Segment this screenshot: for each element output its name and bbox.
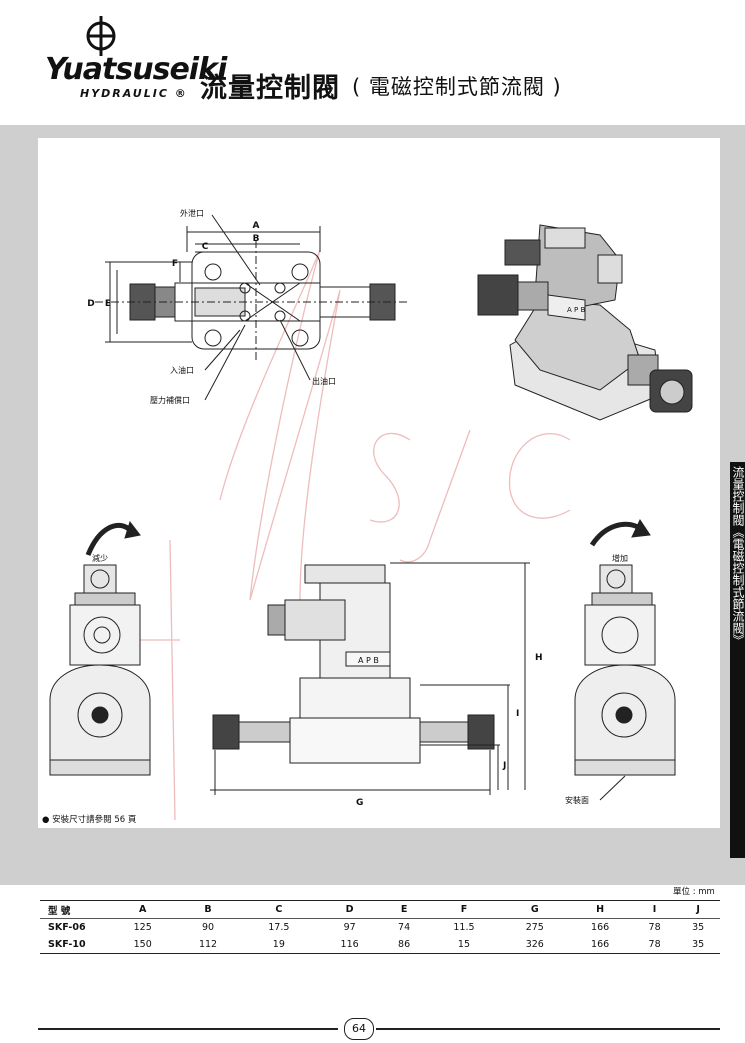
dim-label-f: F	[172, 259, 178, 269]
callout-pressure-comp: 壓力補償口	[150, 395, 190, 405]
callout-inlet: 入油口	[170, 365, 194, 375]
cell: 150	[110, 936, 176, 954]
increase-label: 增加	[612, 553, 628, 563]
cell: 166	[567, 936, 633, 954]
logo-icon	[86, 16, 116, 56]
cell: 166	[591, 922, 610, 933]
mount-face-label: 安裝面	[565, 795, 589, 805]
footer-rule-right	[376, 1028, 720, 1030]
cell: 19	[240, 936, 317, 954]
iso-solenoid-label: A P B	[567, 306, 585, 314]
decrease-label: 減少	[92, 553, 108, 563]
iso-view	[477, 224, 693, 421]
dim-label-g: G	[356, 798, 363, 808]
dim-label-b: B	[253, 234, 260, 244]
watermark	[140, 249, 571, 821]
unit-label: 單位 : mm	[673, 887, 715, 897]
page-subtitle: ( 電磁控制式節流閥 )	[352, 75, 562, 99]
brand-subtitle: HYDRAULIC ®	[80, 87, 188, 100]
solenoid-label: A P B	[358, 656, 379, 665]
col-e: E	[382, 900, 426, 919]
brand-name: Yuatsuseiki	[45, 52, 227, 87]
cell: 74	[398, 922, 411, 933]
top-view-callouts: 外泄口 入油口 出油口 壓力補償口	[150, 208, 336, 405]
col-d: D	[316, 900, 383, 919]
col-h: H	[567, 900, 633, 919]
cell: 116	[316, 936, 383, 954]
cell: SKF-10	[40, 936, 110, 954]
col-a: A	[110, 900, 176, 919]
dim-label-j: J	[502, 761, 506, 771]
elevation-dim-labels: H I J G	[356, 653, 543, 808]
left-end-view	[49, 520, 151, 776]
col-f: F	[425, 900, 503, 919]
col-g: G	[502, 900, 568, 919]
top-view	[95, 214, 410, 401]
col-j: J	[676, 900, 720, 919]
cell: 15	[425, 936, 503, 954]
cell: 90	[201, 922, 215, 933]
col-b: B	[175, 900, 241, 919]
table-row: SKF-06 125 90 17.5 97 74 11.5 275 166 78…	[40, 919, 720, 937]
dim-label-a: A	[253, 221, 260, 231]
dim-label-i: I	[516, 709, 519, 719]
spec-table: 型 號 A B C D E F G H I J SKF-06 125 90 17…	[40, 900, 720, 954]
page-title: 流量控制閥	[200, 73, 340, 104]
front-elevation	[210, 562, 530, 795]
cell: SKF-06	[48, 922, 86, 933]
cell: 78	[648, 922, 661, 933]
col-model: 型 號	[40, 900, 110, 919]
cell: 35	[692, 922, 705, 933]
dim-label-d: D	[87, 299, 94, 309]
dim-label-e: E	[105, 299, 111, 309]
cell: 11.5	[453, 922, 475, 933]
top-view-dim-labels: A B C F D E	[87, 221, 259, 309]
cell: 326	[502, 936, 568, 954]
col-c: C	[240, 900, 317, 919]
right-end-view	[574, 518, 676, 801]
page-number: 64	[344, 1018, 374, 1040]
dim-label-h: H	[535, 653, 543, 663]
table-row: SKF-10 150 112 19 116 86 15 326 166 78 3…	[40, 936, 720, 954]
side-tab-label: 流量控制閥《電磁控制式節流閥》	[731, 466, 745, 646]
cell: 275	[525, 922, 544, 933]
cell: 17.5	[268, 922, 290, 933]
cell: 112	[175, 936, 241, 954]
dim-label-c: C	[202, 242, 209, 252]
side-tab: 流量控制閥《電磁控制式節流閥》	[730, 462, 745, 858]
table-header-row: 型 號 A B C D E F G H I J	[40, 900, 720, 919]
cell: 78	[632, 936, 677, 954]
cell: 86	[382, 936, 426, 954]
cell: 35	[676, 936, 720, 954]
col-i: I	[632, 900, 677, 919]
cell: 97	[343, 922, 356, 933]
mounting-note: ● 安裝尺寸請參閱 56 頁	[42, 815, 137, 825]
cell: 125	[133, 922, 152, 933]
footer-rule-left	[38, 1028, 338, 1030]
callout-external-drain: 外泄口	[180, 208, 204, 218]
callout-outlet: 出油口	[312, 376, 336, 386]
